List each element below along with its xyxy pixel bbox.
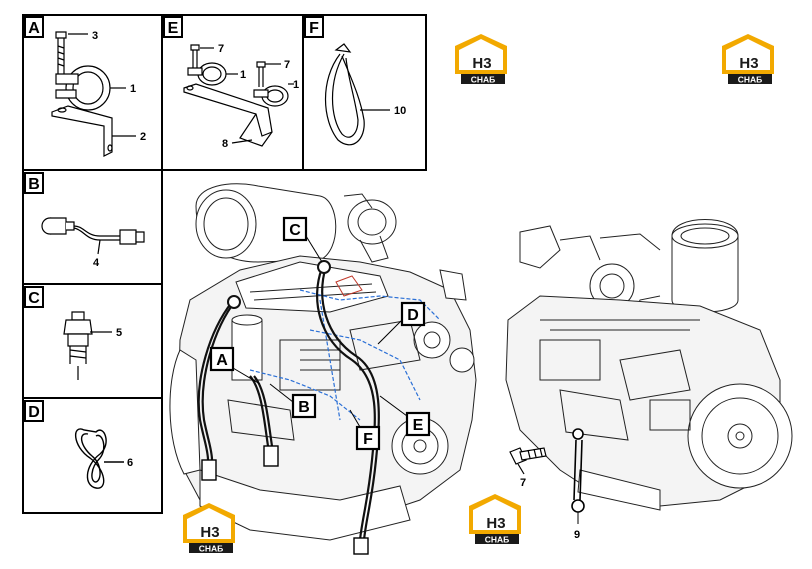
watermark-logo: H3 СНАБ <box>469 494 521 545</box>
callout-2: 2 <box>140 131 146 143</box>
svg-text:СНАБ: СНАБ <box>471 75 496 85</box>
callout-7b: 7 <box>284 59 290 71</box>
callout-3: 3 <box>92 30 98 42</box>
svg-text:СНАБ: СНАБ <box>738 75 763 85</box>
svg-text:D: D <box>407 307 419 324</box>
callout-5: 5 <box>116 327 122 339</box>
callout-1: 1 <box>130 83 136 95</box>
svg-text:D: D <box>28 404 40 421</box>
svg-text:H3: H3 <box>739 55 758 72</box>
panel-c-tag: C <box>24 286 44 308</box>
callout-strap-9: 9 <box>574 529 580 541</box>
svg-text:E: E <box>413 417 424 434</box>
watermark-logo: H3 СНАБ <box>722 34 774 85</box>
engine-tag-a: A <box>209 346 261 385</box>
panel-f-tag: F <box>304 16 324 38</box>
panel-d-drawing <box>75 428 124 489</box>
svg-text:C: C <box>289 222 301 239</box>
panel-c-drawing <box>63 311 112 380</box>
engine-tag-f: F <box>349 409 381 451</box>
svg-text:СНАБ: СНАБ <box>199 544 224 554</box>
watermark-logo: H3 СНАБ <box>455 34 507 85</box>
harness-connectors <box>201 445 369 555</box>
panel-e-tag: E <box>163 16 183 38</box>
svg-text:СНАБ: СНАБ <box>485 535 510 545</box>
svg-text:B: B <box>28 176 40 193</box>
svg-text:F: F <box>309 20 319 37</box>
harness-detail-red <box>335 275 363 297</box>
engine-tag-d: D <box>377 301 426 345</box>
callout-1b: 1 <box>293 79 299 91</box>
panel-b-tag: B <box>24 172 44 194</box>
harness-grommet-top <box>317 260 331 274</box>
callout-4: 4 <box>93 257 100 269</box>
detail-panels <box>22 14 427 514</box>
svg-text:A: A <box>216 352 228 369</box>
panel-f-drawing <box>324 43 390 146</box>
svg-text:C: C <box>28 290 40 307</box>
engine-tag-e: E <box>379 395 431 437</box>
watermark-logo: H3 СНАБ <box>183 503 235 554</box>
panel-d-tag: D <box>24 400 44 422</box>
panel-a-tag: A <box>24 16 44 38</box>
engine-rear-drawing <box>505 219 793 511</box>
callout-6: 6 <box>127 457 133 469</box>
engine-tag-c: C <box>282 216 323 263</box>
svg-text:E: E <box>168 20 179 37</box>
harness-grommet-left <box>227 295 241 309</box>
ground-strap <box>571 428 585 524</box>
svg-text:F: F <box>363 431 373 448</box>
svg-text:B: B <box>298 399 310 416</box>
loose-bolt <box>509 447 547 475</box>
callout-7a: 7 <box>218 43 224 55</box>
svg-text:H3: H3 <box>486 515 505 532</box>
callout-10: 10 <box>394 105 406 117</box>
svg-text:H3: H3 <box>472 55 491 72</box>
callout-8: 8 <box>222 138 228 150</box>
wiring-harness <box>197 265 380 541</box>
panel-e-drawing <box>183 44 294 147</box>
engine-tag-b: B <box>269 383 317 419</box>
svg-text:H3: H3 <box>200 524 219 541</box>
callout-bolt-7: 7 <box>520 477 526 489</box>
callout-1a: 1 <box>240 69 246 81</box>
panel-a-drawing <box>51 31 136 157</box>
panel-b-drawing <box>41 217 145 255</box>
svg-text:A: A <box>28 20 40 37</box>
